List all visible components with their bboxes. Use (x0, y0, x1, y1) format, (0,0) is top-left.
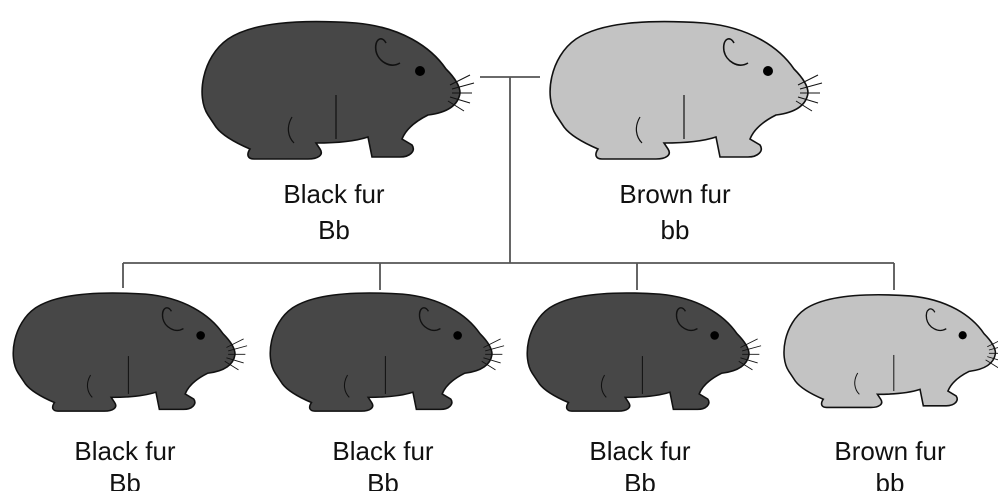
guinea-pig-icon (527, 293, 761, 411)
offspring-4-phenotype: Brown fur (834, 436, 946, 466)
offspring-2-genotype: Bb (367, 468, 399, 491)
guinea-pig-icon (13, 293, 247, 411)
parent-1: Black fur Bb (202, 22, 474, 245)
guinea-pig-icon (784, 295, 998, 408)
parent-2-phenotype: Brown fur (619, 179, 731, 209)
guinea-pig-icon (550, 22, 822, 159)
guinea-pig-icon (270, 293, 504, 411)
offspring-3-phenotype: Black fur (589, 436, 690, 466)
offspring-4-genotype: bb (876, 468, 905, 491)
offspring-3: Black fur Bb (527, 293, 761, 491)
offspring-1: Black fur Bb (13, 293, 247, 491)
offspring-1-genotype: Bb (109, 468, 141, 491)
guinea-pig-icon (202, 22, 474, 159)
offspring-3-genotype: Bb (624, 468, 656, 491)
offspring-4: Brown fur bb (784, 295, 998, 491)
parent-1-phenotype: Black fur (283, 179, 384, 209)
offspring-2-phenotype: Black fur (332, 436, 433, 466)
parent-2: Brown fur bb (550, 22, 822, 245)
parent-2-genotype: bb (661, 215, 690, 245)
parent-1-genotype: Bb (318, 215, 350, 245)
offspring-2: Black fur Bb (270, 293, 504, 491)
offspring-1-phenotype: Black fur (74, 436, 175, 466)
